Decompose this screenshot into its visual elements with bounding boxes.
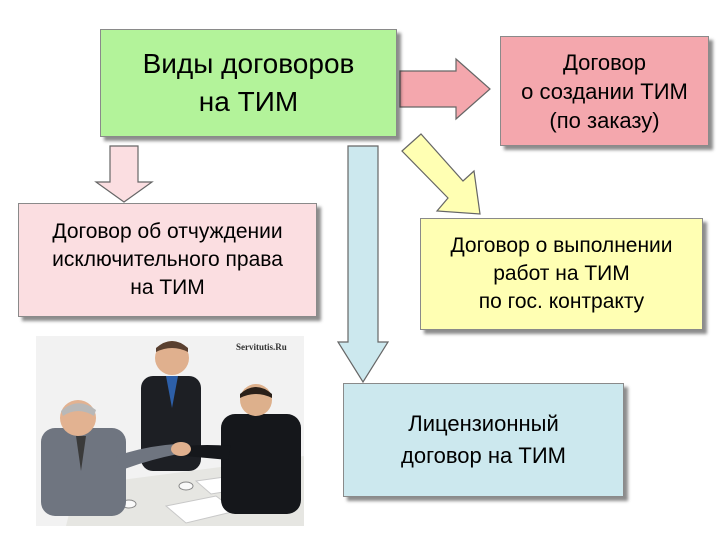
arrow-to-license [336,145,390,384]
photo-watermark: Servitutis.Ru [236,342,287,352]
seated-man-left-body [41,428,126,516]
standing-man-head [155,341,189,375]
arrow-to-alienation [94,145,154,203]
handshake-arm-right [184,445,231,460]
handshake-arm-left [116,444,178,470]
license-text: Лицензионный договор на ТИМ [401,411,566,468]
business-handshake-photo: Servitutis.Ru [36,336,304,526]
cup [178,481,194,491]
main-title-text: Виды договоров на ТИМ [142,48,355,117]
custom-order-box: Договор о создании ТИМ (по заказу) [500,36,709,146]
seated-man-right-body [221,414,301,514]
arrow-to-state-contract [401,133,481,215]
custom-order-text: Договор о создании ТИМ (по заказу) [521,49,688,133]
main-title-box: Виды договоров на ТИМ [100,29,397,137]
alienation-text: Договор об отчуждении исключительного пр… [52,220,283,299]
license-box: Лицензионный договор на ТИМ [343,383,624,497]
state-contract-text: Договор о выполнении работ на ТИМ по гос… [450,234,673,313]
handshake-hands [171,442,191,456]
state-contract-box: Договор о выполнении работ на ТИМ по гос… [420,218,703,330]
alienation-box: Договор об отчуждении исключительного пр… [18,203,317,317]
arrow-to-custom [399,57,491,121]
